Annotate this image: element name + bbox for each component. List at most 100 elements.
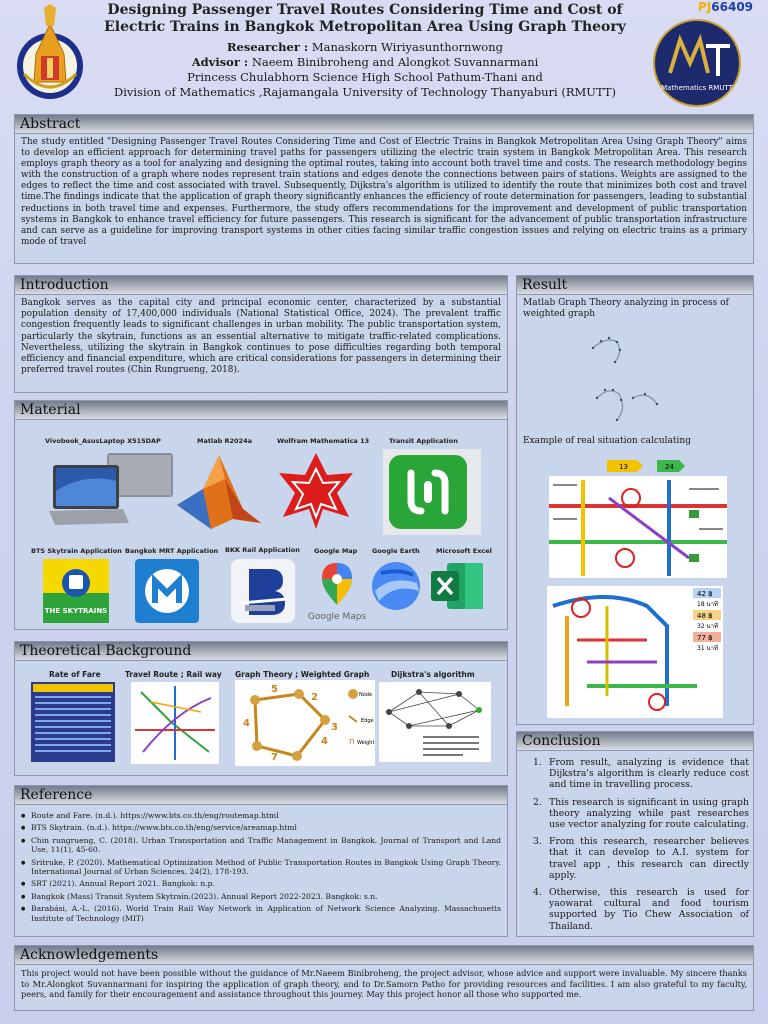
bts-icon: THE SKYTRAINS [43,559,109,623]
material-label-matlab: Matlab R2024a [197,437,252,445]
theory-label-fare: Rate of Fare [49,670,101,679]
mathematica-icon [279,453,353,529]
legend-edge-label: Edge [361,718,374,724]
abstract-panel: Abstract The study entitled "Designing P… [14,114,754,264]
author-block: Researcher : Manaskorn Wiriyasunthornwon… [100,40,630,100]
project-code-prefix: PJ [698,0,712,14]
university-crest-logo [17,4,83,99]
material-label-google-earth: Google Earth [372,547,420,555]
result-panel: Result Matlab Graph Theory analyzing in … [516,275,754,725]
material-label-mathematica: Wolfram Mathematica 13 [277,437,370,445]
map2-fare-3: 77 ฿ [697,634,713,642]
svg-text:n: n [349,737,355,747]
conclusion-heading: Conclusion [517,732,753,751]
mrt-icon [135,559,199,623]
legend-node-label: Node [359,692,372,698]
map2-time-2: 32 นาที [697,622,718,630]
map1-badge-b: 24 [665,463,674,471]
route-map-example-2: 42 ฿ 18 นาที 48 ฿ 32 นาที 77 ฿ 31 นาที [547,586,723,718]
theory-label-route: Travel Route ; Rail way [125,670,222,679]
conclusion-panel: Conclusion 1.From result, analyzing is e… [516,731,754,937]
title-line-2: Electric Trains in Bangkok Metropolitan … [104,19,626,35]
material-panel: Material Vivobook_AsusLaptop X515DAP Mat… [14,400,508,630]
material-label-bts: BTS Skytrain Application [31,547,122,555]
reference-heading: Reference [15,786,507,805]
result-text-example: Example of real situation calculating [523,436,691,446]
conclusion-list: 1.From result, analyzing is evidence tha… [517,757,753,932]
svg-text:3: 3 [331,722,338,733]
transit-app-tile [383,449,481,535]
material-label-excel: Microsoft Excel [436,547,492,555]
google-map-icon: Google Maps [308,563,367,622]
mathematics-rmutt-logo: Mathematics RMUTT [653,19,741,107]
google-earth-icon [372,562,420,610]
reference-item: BTS Skytrain. (n.d.). https://www.bts.co… [21,823,501,834]
material-label-google-map: Google Map [314,547,358,555]
legend-weight-label: Weight [357,740,374,746]
matlab-graph-plot-image [591,336,659,422]
fare-table-image [31,682,115,762]
title-line-1: Designing Passenger Travel Routes Consid… [107,2,623,18]
project-code: PJ66409 [698,0,753,14]
result-heading: Result [517,276,753,295]
reference-panel: Reference Route and Fare. (n.d.). https:… [14,785,508,937]
introduction-text: Bangkok serves as the capital city and p… [21,298,501,376]
abstract-text: The study entitled "Designing Passenger … [21,137,747,247]
conclusion-item: 3.From this research, researcher believe… [533,836,749,881]
svg-text:4: 4 [321,736,328,747]
material-label-laptop: Vivobook_AsusLaptop X515DAP [45,437,161,445]
advisor-line: Advisor : Naeem Binibroheng and Alongkot… [100,55,630,70]
introduction-panel: Introduction Bangkok serves as the capit… [14,275,508,393]
svg-text:7: 7 [271,752,278,763]
theory-label-dijkstra: Dijkstra's algorithm [391,670,475,679]
abstract-heading: Abstract [15,115,753,134]
conclusion-item-text: This research is significant in using gr… [549,796,749,831]
route-map-example-1: 13 24 [549,460,727,578]
svg-text:5: 5 [271,684,278,695]
researcher-line: Researcher : Manaskorn Wiriyasunthornwon… [100,40,630,55]
excel-icon [431,563,483,609]
researcher-name: Manaskorn Wiriyasunthornwong [311,40,503,54]
theory-label-graph: Graph Theory ; Weighted Graph [235,670,370,679]
reference-list: Route and Fare. (n.d.). https://www.bts.… [15,811,507,923]
poster-title: Designing Passenger Travel Routes Consid… [100,2,630,36]
map2-fare-1: 42 ฿ [697,590,713,598]
conclusion-item: 4.Otherwise, this research is used for y… [533,887,749,932]
conclusion-item: 1.From result, analyzing is evidence tha… [533,757,749,791]
transit-icon [389,455,467,529]
advisor-label: Advisor : [191,55,249,69]
reference-item: Bangkok (Mass) Transit System Skytrain.(… [21,892,501,903]
bkk-rail-icon [231,559,295,623]
dijkstra-diagram-image [379,682,491,762]
rmutt-logo-text: Mathematics RMUTT [661,84,734,92]
acknowledgements-text: This project would not have been possibl… [21,968,747,1000]
conclusion-item-text: From this research, researcher believes … [549,836,749,881]
map1-badge-a: 13 [619,463,628,471]
reference-item: SRT (2021). Annual Report 2021. Bangkok:… [21,879,501,890]
conclusion-item-text: Otherwise, this research is used for yao… [549,887,749,932]
reference-item: Barabási, A.-L. (2016). World Train Rail… [21,904,501,923]
school-line: Princess Chulabhorn Science High School … [187,70,543,84]
laptop-icon [49,453,173,525]
reference-item: Sritruke, P. (2020). Mathematical Optimi… [21,858,501,877]
theoretical-background-panel: Theoretical Background Rate of Fare Trav… [14,641,508,776]
material-label-bkk-rail: BKK Rail Application [225,546,300,554]
material-label-mrt: Bangkok MRT Application [125,547,219,555]
google-maps-text: Google Maps [308,612,367,622]
poster-header: Designing Passenger Travel Routes Consid… [0,0,768,108]
acknowledgements-heading: Acknowledgements [15,946,753,965]
introduction-heading: Introduction [15,276,507,295]
matlab-icon [177,455,261,529]
conclusion-item-text: From result, analyzing is evidence that … [549,757,749,791]
svg-text:2: 2 [311,692,318,703]
map2-time-3: 31 นาที [697,644,718,652]
reference-item: Chin rungrueng, C. (2018). Urban Transpo… [21,836,501,855]
reference-item: Route and Fare. (n.d.). https://www.bts.… [21,811,501,822]
division-line: Division of Mathematics ,Rajamangala Uni… [113,85,616,99]
svg-text:4: 4 [243,718,250,729]
bts-logo-text: THE SKYTRAINS [45,607,107,615]
material-heading: Material [15,401,507,420]
researcher-label: Researcher : [226,40,309,54]
project-code-number: 66409 [711,0,754,14]
